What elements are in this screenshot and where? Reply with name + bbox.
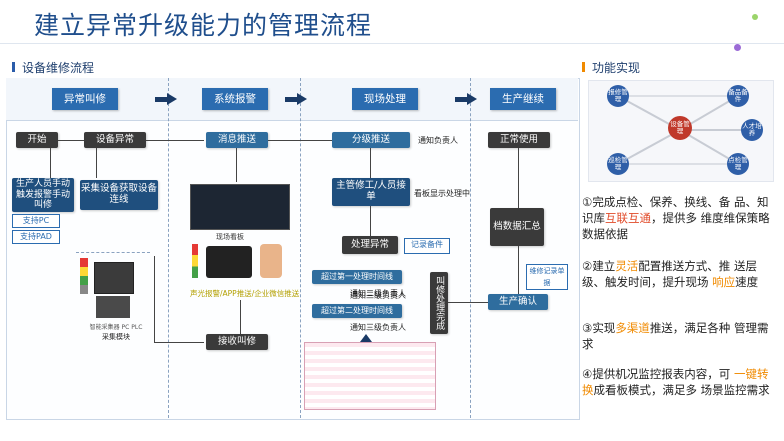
node-normal-use: 正常使用 (488, 132, 550, 148)
connector (50, 148, 51, 178)
connector (370, 148, 371, 178)
phase-arrow (285, 97, 297, 102)
title-divider (0, 43, 784, 44)
node-equip-abnormal: 设备异常 (84, 132, 146, 148)
right-section-heading: 功能实现 (592, 61, 641, 75)
node-auto-collect: 采集设备获取设备连线 (80, 180, 158, 210)
lane-divider (168, 78, 169, 418)
phase-call-repair: 异常叫修 (52, 88, 118, 110)
node-archive: 档数据汇总 (490, 208, 544, 246)
phase-onsite-handle: 现场处理 (352, 88, 418, 110)
board-display-label: 看板显示处理中 (414, 189, 470, 198)
dashboard-screen-image (190, 184, 290, 230)
node-operator-trigger: 生产人员手动触发报警手动叫修 (12, 178, 74, 212)
phone-hand-image (260, 244, 282, 278)
feature-item-3: ③实现多渠道推送，满足各种 管理需求 (582, 321, 769, 351)
node-timeout-1: 超过第一处理时间线 (312, 270, 402, 284)
connector (58, 140, 84, 141)
phase-arrow (155, 97, 167, 102)
tablet-image (206, 246, 252, 278)
hub-node-repair: 报修管理 (607, 85, 629, 107)
connector (154, 256, 155, 342)
phase-arrow-head (167, 93, 177, 105)
connector (370, 206, 371, 236)
node-tiered-push: 分级推送 (332, 132, 410, 148)
signal-tower-icon (80, 258, 88, 294)
decor-dot-purple (734, 44, 741, 51)
feature-item-2: ②建立灵活配置推送方式、推 送层级、触发时间，提升现场 响应速度 (582, 259, 759, 289)
support-pc-tag: 支持PC (12, 214, 60, 228)
node-handle-abnormal: 处理异常 (342, 236, 398, 254)
connector (236, 148, 237, 182)
node-start: 开始 (16, 132, 58, 148)
repair-record-tag: 记录备件 (404, 238, 450, 254)
phase-production-continue: 生产继续 (490, 88, 556, 110)
hub-node-patrol: 巡检管理 (607, 153, 629, 175)
collector-device-image (94, 262, 134, 294)
connector (518, 246, 519, 294)
feature-item-1: ①完成点检、保养、换线、备 品、知识库互联互通，提供多 维度维保策略数据依据 (582, 195, 770, 241)
flow-diagram-frame (6, 78, 580, 420)
connector (268, 140, 332, 141)
report-screenshot-image (304, 342, 436, 410)
connector (96, 148, 97, 178)
notify-level-3b-label: 通知三级负责人 (350, 291, 406, 300)
hub-center-node: 设备管理 (668, 116, 692, 140)
up-arrow-icon (360, 334, 372, 342)
collect-caption: 采集模块 (102, 333, 130, 341)
phase-arrow-head (297, 93, 307, 105)
left-section-heading: 设备维修流程 (22, 61, 95, 75)
node-msg-push: 消息推送 (206, 132, 268, 148)
notify-level-2-label: 通知二级负责人 (350, 289, 406, 298)
node-call-close: 叫修处理完成 (430, 272, 448, 334)
node-receive-repair: 接收叫修 (206, 334, 268, 350)
notify-level-3-label: 通知三级负责人 (350, 323, 406, 332)
push-channels-label: 声光报警/APP推送/企业微信推送 (190, 289, 300, 298)
connector (146, 140, 204, 141)
hub-node-inspection: 点检管理 (727, 153, 749, 175)
lane-divider (300, 78, 301, 418)
node-prod-confirm: 生产确认 (488, 294, 548, 310)
signal-tower-icon (192, 244, 198, 278)
node-timeout-2: 超过第二处理时间线 (312, 304, 402, 318)
notify-person-label: 通知负责人 (418, 136, 458, 145)
decor-dot-green (752, 14, 758, 20)
collect-box-border (76, 252, 150, 253)
hub-node-spares: 备品备件 (727, 85, 749, 107)
section-marker (12, 62, 15, 72)
node-supervisor-handle: 主管修工/人员接单 (332, 178, 410, 206)
plc-device-image (96, 296, 130, 318)
connector (448, 302, 488, 303)
connector (518, 148, 519, 208)
support-pad-tag: 支持PAD (12, 230, 60, 244)
feature-item-4: ④提供机况监控报表内容，可 一键转换成看板模式，满足多 场景监控需求 (582, 367, 770, 397)
phase-system-alarm: 系统报警 (202, 88, 268, 110)
page-title: 建立异常升级能力的管理流程 (34, 11, 373, 40)
phase-arrow-head (467, 93, 477, 105)
section-marker (582, 62, 585, 72)
screen-caption: 现场看板 (216, 233, 244, 241)
feedback-tag: 维修记录单据 (526, 264, 568, 290)
hub-node-training: 人才培养 (741, 119, 763, 141)
collect-sub-caption: 智能采集器 PC PLC (89, 324, 143, 331)
connector (240, 300, 241, 334)
phase-arrow (455, 97, 467, 102)
lane-divider (470, 78, 471, 418)
connector (154, 342, 204, 343)
